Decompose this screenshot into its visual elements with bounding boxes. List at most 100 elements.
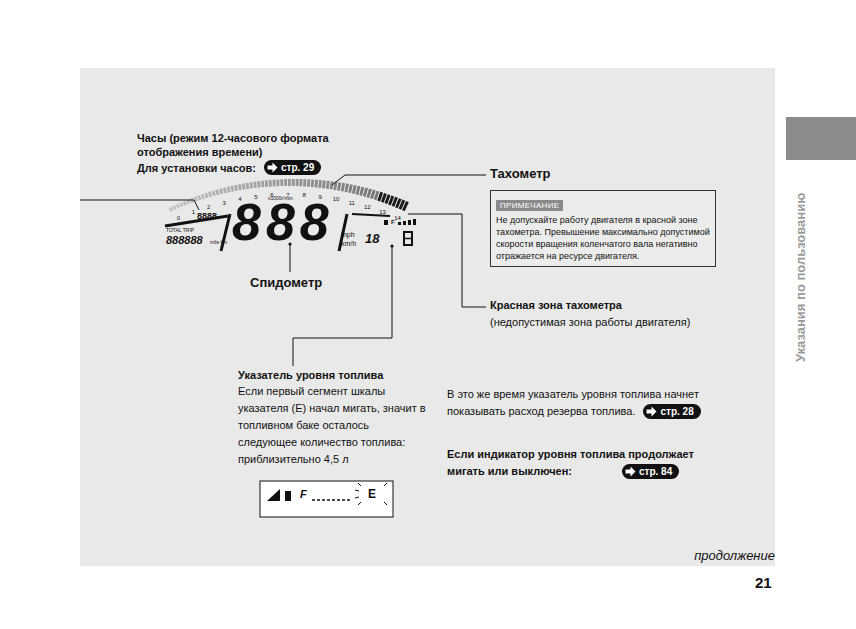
leader-line <box>293 246 392 366</box>
tachometer-segment <box>230 186 234 192</box>
display-reading: 4 <box>238 196 241 202</box>
tachometer-segment <box>330 181 334 189</box>
leader-line <box>408 214 486 307</box>
section-tab <box>786 117 856 160</box>
tachometer-segment <box>341 183 345 192</box>
leader-dot <box>390 244 393 247</box>
tachometer-segment <box>326 181 330 189</box>
display-reading: 888 <box>232 196 334 248</box>
page-reference: стр. 28 <box>643 404 700 419</box>
tachometer-segment <box>261 181 264 188</box>
display-reading: 5 <box>254 194 257 200</box>
fuel-pump-icon <box>285 491 291 501</box>
tachometer-segment <box>307 179 310 187</box>
gear-indicator <box>404 232 412 245</box>
display-reading: 6 <box>270 192 273 198</box>
tachometer-segment <box>318 180 322 188</box>
tachometer-segment <box>348 184 353 193</box>
tachometer-segment <box>303 179 306 187</box>
tachometer-segment <box>292 179 295 186</box>
note-body: Не допускайте работу двигателя в красной… <box>496 214 710 262</box>
tachometer-segment <box>212 190 216 196</box>
fuel-segment <box>403 221 406 225</box>
display-frame <box>165 216 228 226</box>
tachometer-segment <box>238 184 242 190</box>
tachometer-segment <box>242 183 246 189</box>
callout-text: Красная зона тахометра <box>490 298 622 312</box>
arrow-icon <box>625 466 636 477</box>
tachometer-segment <box>280 179 283 186</box>
display-reading: 10 <box>333 196 340 202</box>
display-frame <box>221 214 230 251</box>
tachometer-segment <box>265 180 268 187</box>
arrow-icon <box>267 162 278 173</box>
page-reference-text: стр. 84 <box>639 466 672 477</box>
display-reading: mph <box>341 231 355 238</box>
display-reading: 3 <box>223 200 226 206</box>
arrow-icon <box>646 406 657 417</box>
fuel-segment <box>398 222 401 225</box>
tachometer-segment <box>204 193 208 199</box>
fuel-inset <box>260 481 393 517</box>
tachometer-segment <box>246 183 250 189</box>
tachometer-segment <box>288 179 291 186</box>
callout-text: Указатель уровня топлива <box>238 368 383 382</box>
tachometer-segment <box>197 195 201 200</box>
blink-ray <box>355 497 359 498</box>
tachometer-segment <box>208 192 212 198</box>
callout-text: Для установки часов: <box>137 161 256 175</box>
blink-ray <box>384 483 387 486</box>
tachometer-segment <box>311 179 315 187</box>
display-reading: 13 <box>379 209 386 215</box>
page-reference: стр. 84 <box>622 464 679 479</box>
tachometer-segment <box>299 179 302 186</box>
blink-rays <box>355 483 387 505</box>
tachometer-segment <box>344 183 349 192</box>
tachometer-segment <box>296 179 299 186</box>
tachometer-segment <box>219 188 223 194</box>
tachometer-segment <box>276 179 279 186</box>
arrow-icon <box>267 163 277 173</box>
tachometer-segment <box>257 181 260 188</box>
inset-frame <box>260 481 393 517</box>
tachometer-segment <box>215 189 219 195</box>
section-title: Указания по пользованию <box>793 193 810 362</box>
display-reading: 12 <box>364 204 371 210</box>
tachometer-segment <box>249 182 253 188</box>
callout-text: Спидометр <box>250 275 322 292</box>
callout-text: Если индикатор уровня топлива продолжает… <box>447 446 722 480</box>
display-reading: 8 <box>302 192 305 198</box>
tachometer-segment <box>227 187 231 193</box>
blink-ray <box>358 502 361 505</box>
blink-ray <box>358 483 361 486</box>
display-reading: mile km <box>210 240 227 245</box>
tachometer-segment <box>176 204 180 209</box>
fuel-segments <box>312 499 352 501</box>
tachometer-segment <box>223 187 227 193</box>
tachometer-segment <box>402 201 409 211</box>
display-reading: 9 <box>318 194 321 200</box>
leader-lines <box>80 175 486 366</box>
leader-line <box>290 244 291 272</box>
tachometer-segment <box>179 202 183 207</box>
page-number: 21 <box>755 573 772 593</box>
note-heading: ПРИМЕЧАНИЕ <box>496 200 563 211</box>
tachometer-segment <box>253 182 257 188</box>
display-reading: E <box>368 488 376 500</box>
fuel-segment <box>408 220 411 225</box>
display-reading: 7 <box>286 192 289 198</box>
blink-ray <box>384 502 387 505</box>
gear-indicator <box>404 238 412 240</box>
tachometer-segment <box>337 182 341 191</box>
arrow-icon <box>647 406 657 416</box>
note-box: ПРИМЕЧАНИЕ Не допускайте работу двигателя… <box>490 190 716 267</box>
callout-text: (недопустимая зона работы двигателя) <box>490 315 690 329</box>
callout-text: Тахометр <box>490 166 551 183</box>
fuel-pump-icon <box>384 220 388 225</box>
tachometer-segment <box>269 180 272 187</box>
tachometer-segment <box>314 180 318 188</box>
page-reference: стр. 29 <box>264 160 321 175</box>
display-reading: 8888 <box>197 212 217 221</box>
blink-ray <box>355 490 359 491</box>
page-panel <box>80 68 775 566</box>
